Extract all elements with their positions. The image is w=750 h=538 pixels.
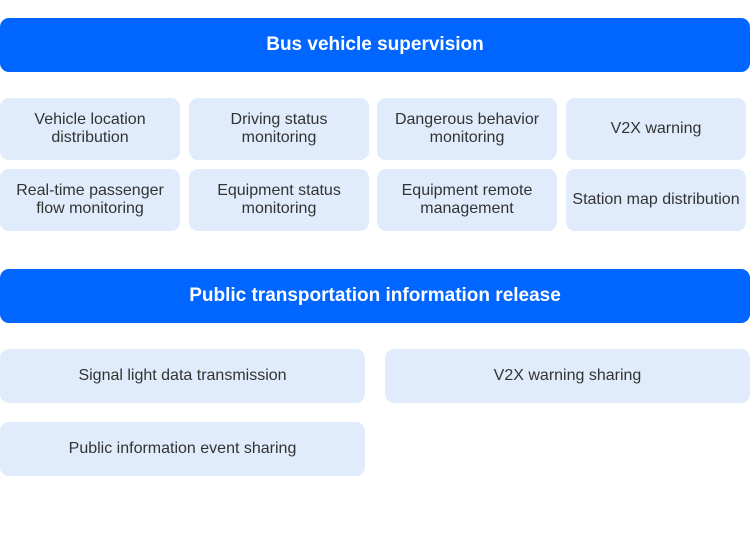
feature-card[interactable]: Signal light data transmission bbox=[0, 349, 365, 403]
feature-card[interactable]: Driving status monitoring bbox=[189, 98, 369, 160]
feature-card[interactable]: Vehicle location distribution bbox=[0, 98, 180, 160]
feature-card[interactable]: Dangerous behavior monitoring bbox=[377, 98, 557, 160]
feature-card[interactable]: Equipment status monitoring bbox=[189, 169, 369, 231]
section-header-public-transportation: Public transportation information releas… bbox=[0, 269, 750, 323]
feature-card[interactable]: Equipment remote management bbox=[377, 169, 557, 231]
feature-card[interactable]: V2X warning bbox=[566, 98, 746, 160]
feature-card[interactable]: Station map distribution bbox=[566, 169, 746, 231]
feature-card[interactable]: V2X warning sharing bbox=[385, 349, 750, 403]
section-header-bus-vehicle-supervision: Bus vehicle supervision bbox=[0, 18, 750, 72]
feature-card[interactable]: Real-time passenger flow monitoring bbox=[0, 169, 180, 231]
feature-card[interactable]: Public information event sharing bbox=[0, 422, 365, 476]
